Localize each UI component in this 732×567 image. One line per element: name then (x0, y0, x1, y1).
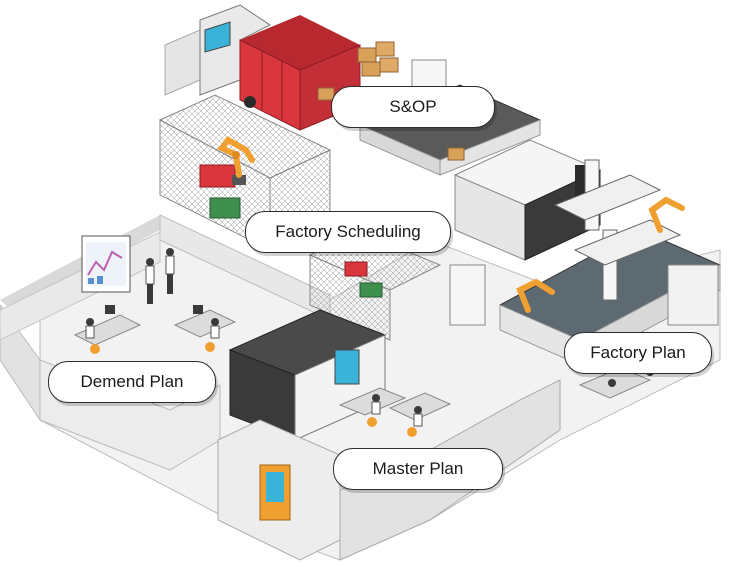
factory-scheduling-label: Factory Scheduling (245, 211, 451, 253)
demand-plan-office (0, 214, 331, 471)
sop-label: S&OP (331, 86, 495, 128)
master-plan-desks (338, 387, 452, 437)
cnc-machine (228, 309, 387, 441)
factory-plan-label: Factory Plan (564, 332, 712, 374)
machining-center (453, 139, 602, 261)
robot-arm-icon (217, 136, 255, 185)
demand-desks (73, 248, 237, 354)
master-plan-label: Master Plan (333, 448, 503, 490)
robot-arm-icon (516, 196, 685, 313)
demand-plan-label: Demend Plan (48, 361, 216, 403)
cargo-boxes (317, 41, 447, 101)
gantry-line (498, 159, 722, 366)
